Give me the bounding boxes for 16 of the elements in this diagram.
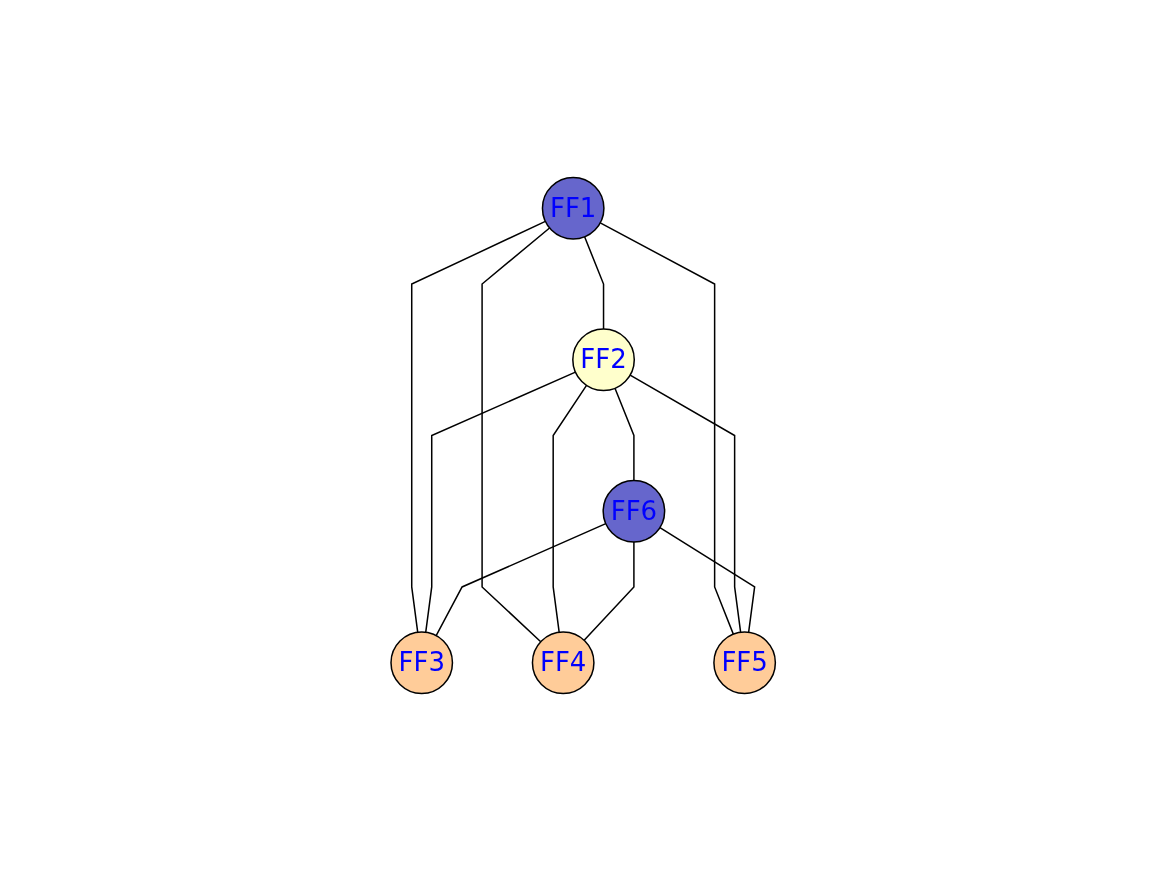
node-circle: FF3	[390, 631, 453, 695]
node-circle: FF1	[541, 176, 605, 240]
connector	[424, 371, 576, 633]
connector	[614, 387, 635, 482]
node-circle: FF6	[602, 479, 666, 543]
node-circle: FF2	[571, 328, 635, 392]
connector	[629, 374, 742, 633]
connector	[583, 541, 635, 641]
connector	[481, 227, 551, 643]
node-circle: FF5	[712, 631, 776, 695]
connector	[435, 522, 607, 637]
connector	[583, 236, 605, 330]
node-circle: FF4	[531, 631, 595, 695]
connector	[410, 220, 546, 633]
connector	[659, 526, 756, 633]
connector	[552, 384, 588, 633]
